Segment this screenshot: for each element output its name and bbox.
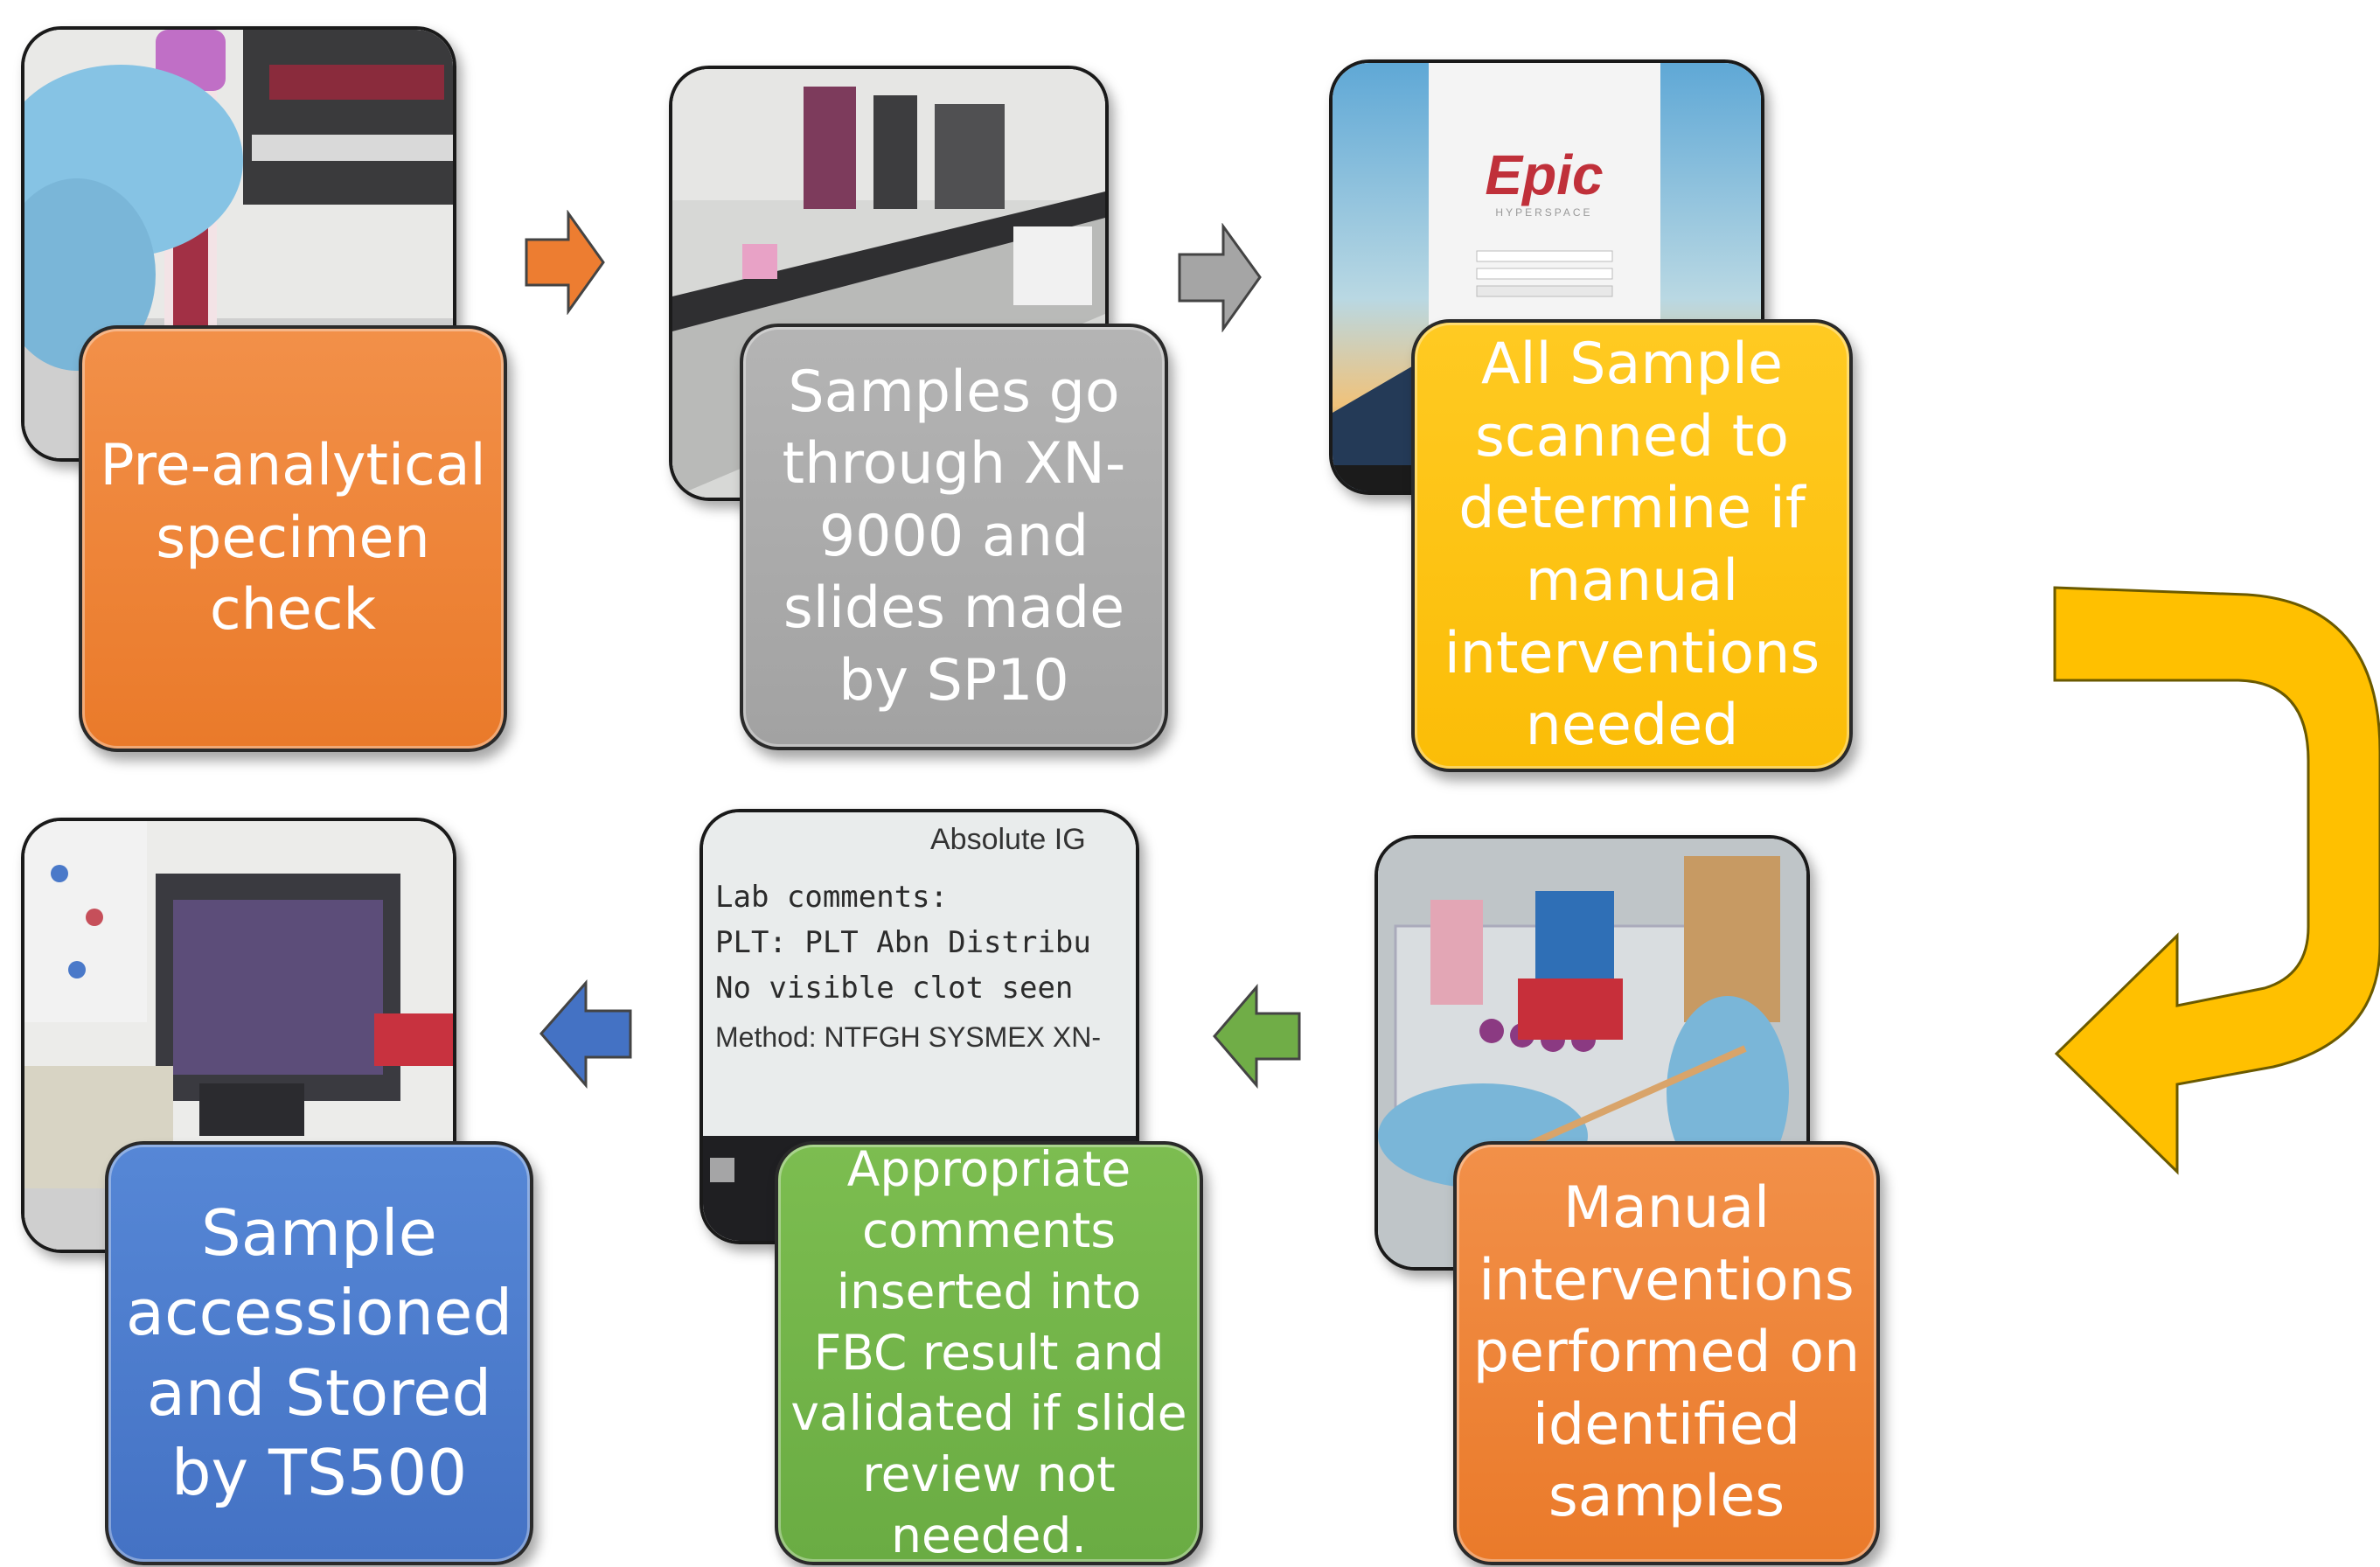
comment-line-2: PLT: PLT Abn Distribu xyxy=(715,925,1091,960)
epic-logo: Epic xyxy=(1485,143,1603,206)
step-box-pre-analytical: Pre-analytical specimen check xyxy=(79,325,507,752)
arrow-right-orange xyxy=(525,210,605,315)
step-label-2: Samples go through XN-9000 and slides ma… xyxy=(782,359,1126,714)
step-box-comments: Appropriate comments inserted into FBC r… xyxy=(775,1141,1203,1565)
comment-line-3: No visible clot seen xyxy=(715,971,1073,1006)
step-box-scan: All Sample scanned to determine if manua… xyxy=(1411,319,1853,772)
step-box-ts500: Sample accessioned and Stored by TS500 xyxy=(105,1141,533,1565)
screen-header: Absolute IG xyxy=(930,823,1086,856)
step-label-6: Sample accessioned and Stored by TS500 xyxy=(125,1195,513,1509)
step-label-4: Manual interventions performed on identi… xyxy=(1472,1175,1861,1530)
arrow-curved-yellow xyxy=(2053,586,2380,1175)
epic-tagline: HYPERSPACE xyxy=(1495,206,1592,219)
arrow-right-gray xyxy=(1178,223,1262,332)
step-label-5: Appropriate comments inserted into FBC r… xyxy=(790,1141,1187,1564)
arrow-left-blue xyxy=(539,979,632,1089)
step-label-1: Pre-analytical specimen check xyxy=(100,433,486,644)
arrow-left-green xyxy=(1213,984,1301,1089)
step-box-manual-interventions: Manual interventions performed on identi… xyxy=(1453,1141,1880,1565)
step-box-xn9000: Samples go through XN-9000 and slides ma… xyxy=(740,324,1168,750)
step-label-3: All Sample scanned to determine if manua… xyxy=(1444,331,1820,759)
comment-line-1: Lab comments: xyxy=(715,880,948,915)
comment-line-4: Method: NTFGH SYSMEX XN- xyxy=(715,1021,1101,1053)
